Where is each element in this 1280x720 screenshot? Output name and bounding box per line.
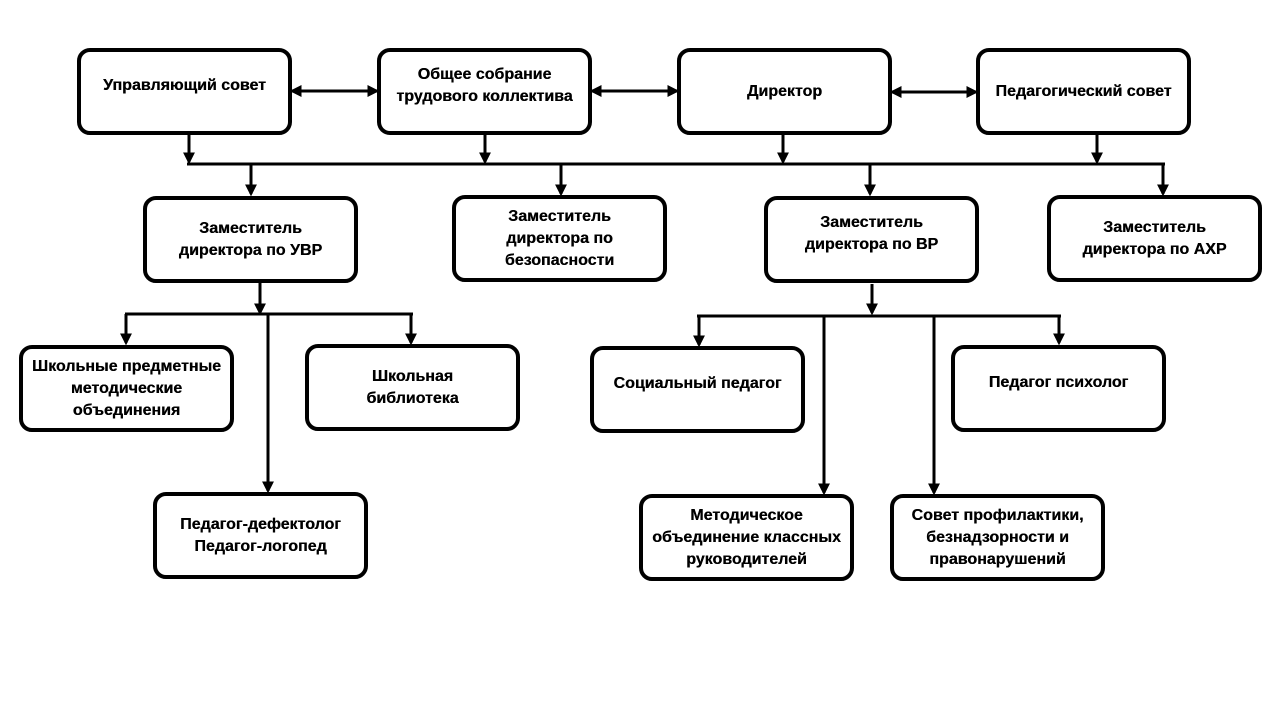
node-school-methodical-units: Школьные предметные методические объедин… <box>19 345 234 432</box>
node-deputy-uvr: Заместитель директора по УВР <box>143 196 358 283</box>
node-label: Совет профилактики, безнадзорности и пра… <box>911 506 1084 568</box>
node-deputy-ahr: Заместитель директора по АХР <box>1047 195 1262 282</box>
node-defectologist: Педагог-дефектолог Педагог-логопед <box>153 492 368 579</box>
node-class-teachers-association: Методическое объединение классных руково… <box>639 494 854 581</box>
node-label: Социальный педагог <box>613 374 782 392</box>
node-label: Педагог психолог <box>988 373 1129 391</box>
node-label: Заместитель директора по ВР <box>804 213 939 253</box>
node-label: Управляющий совет <box>103 76 266 94</box>
node-director: Директор <box>677 48 892 135</box>
node-label: Педагог-дефектолог Педагог-логопед <box>180 515 341 555</box>
node-label: Заместитель директора по безопасности <box>504 207 615 269</box>
node-social-pedagogue: Социальный педагог <box>590 346 805 433</box>
node-general-meeting: Общее собрание трудового коллектива <box>377 48 592 135</box>
node-label: Директор <box>746 82 823 100</box>
node-deputy-vr: Заместитель директора по ВР <box>764 196 979 283</box>
node-label: Общее собрание трудового коллектива <box>396 65 573 105</box>
node-label: Школьная библиотека <box>366 367 459 407</box>
node-label: Заместитель директора по УВР <box>178 219 323 259</box>
node-school-library: Школьная библиотека <box>305 344 520 431</box>
node-psychologist: Педагог психолог <box>951 345 1166 432</box>
node-label: Школьные предметные методические объедин… <box>32 357 221 419</box>
node-label: Методическое объединение классных руково… <box>652 506 841 568</box>
node-deputy-security: Заместитель директора по безопасности <box>452 195 667 282</box>
node-prevention-council: Совет профилактики, безнадзорности и пра… <box>890 494 1105 581</box>
node-label: Педагогический совет <box>995 82 1172 100</box>
node-label: Заместитель директора по АХР <box>1082 218 1227 258</box>
node-governing-council: Управляющий совет <box>77 48 292 135</box>
node-pedagogical-council: Педагогический совет <box>976 48 1191 135</box>
